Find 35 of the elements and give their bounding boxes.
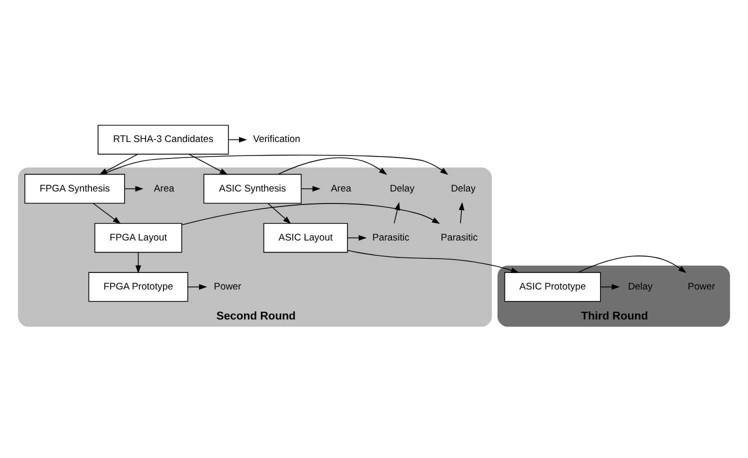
arrow (278, 157, 388, 175)
node-text: Parasitic (372, 232, 410, 244)
arrow (394, 202, 400, 224)
arrow (102, 154, 448, 175)
node-text: Area (154, 183, 174, 194)
node-text: Parasitic (440, 232, 478, 244)
node-text: Delay (450, 183, 476, 194)
node-box: FPGA Synthesis (24, 174, 125, 204)
node-text: Power (688, 281, 716, 292)
arrow (458, 202, 464, 224)
arrow (181, 203, 440, 226)
arrow (600, 284, 620, 290)
arrow (135, 252, 142, 274)
arrow (228, 136, 248, 143)
arrow (188, 154, 228, 175)
node-box: RTL SHA-3 Candidates (98, 124, 229, 155)
node-box: ASIC Synthesis (203, 174, 302, 204)
node-text: Delay (390, 183, 414, 194)
arrow (347, 235, 367, 241)
arrow (300, 186, 320, 192)
node-box: ASIC Layout (263, 222, 348, 253)
arrow (92, 202, 121, 224)
node-box: FPGA Layout (94, 222, 182, 253)
arrow (124, 186, 144, 192)
node-text: Power (214, 281, 242, 292)
arrow (99, 154, 138, 175)
arrow (267, 202, 292, 224)
node-text: Area (330, 183, 352, 194)
node-text: Verification (253, 134, 300, 146)
arrow (187, 284, 208, 290)
arrow (578, 256, 686, 273)
arrow (347, 250, 520, 273)
node-box: FPGA Prototype (88, 272, 188, 302)
node-box: ASIC Prototype (504, 272, 601, 302)
node-text: Delay (628, 281, 653, 292)
